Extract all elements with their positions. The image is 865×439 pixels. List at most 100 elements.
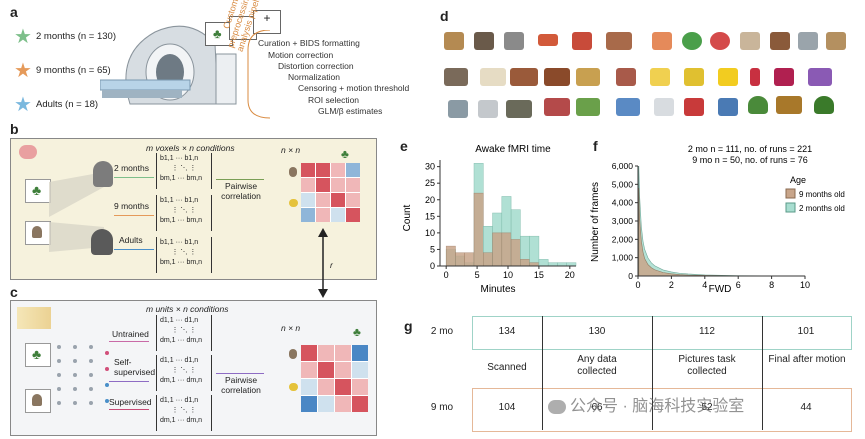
y-tick-label: 25 bbox=[425, 178, 435, 188]
tree-image bbox=[748, 96, 768, 114]
stimulus-image bbox=[25, 389, 51, 413]
value-2mo-final: 101 bbox=[797, 326, 815, 337]
row-label-supervised: Supervised bbox=[109, 397, 152, 407]
pairwise-label: Pairwise correlation bbox=[221, 375, 261, 395]
kangaroo-icon bbox=[32, 394, 42, 406]
sandals-image bbox=[652, 32, 672, 50]
x-tick-label: 0 bbox=[635, 280, 640, 290]
projection-beams bbox=[49, 172, 104, 252]
legend-swatch-2mo bbox=[785, 202, 796, 213]
pairwise-label: Pairwise correlation bbox=[221, 181, 261, 201]
tree-image bbox=[814, 96, 834, 114]
activation-matrix: d1,1 ··· d1,n⋮ ⋱ ⋮dm,1 ··· dm,n bbox=[156, 315, 212, 351]
row-label-adults: Adults bbox=[119, 235, 143, 245]
x-tick-label: 10 bbox=[800, 280, 810, 290]
row-2mo-box bbox=[472, 316, 852, 350]
fence-image bbox=[444, 68, 468, 86]
stage-pictures: Pictures task collected bbox=[678, 354, 736, 377]
tree-icon: ♣ bbox=[353, 325, 361, 339]
y-tick-label: 10 bbox=[425, 228, 435, 238]
chart-f-header2: 9 mo n = 50, no. of runs = 76 bbox=[692, 155, 808, 165]
shelf-image bbox=[616, 98, 640, 116]
panel-label-g: g bbox=[404, 318, 413, 334]
food-image bbox=[544, 68, 570, 86]
divider bbox=[762, 316, 763, 430]
brain-icon bbox=[19, 145, 37, 159]
shelf-image bbox=[544, 98, 570, 116]
row-label-9months: 9 months bbox=[114, 201, 149, 211]
participant-funnel-table: 2 mo 9 mo 134 130 112 101 Scanned Any da… bbox=[412, 312, 852, 437]
row-label-2months: 2 months bbox=[114, 163, 149, 173]
area-9-months-old bbox=[638, 187, 806, 277]
activation-matrix: d1,1 ··· d1,n⋮ ⋱ ⋮dm,1 ··· dm,n bbox=[156, 395, 212, 431]
duck-toy-image bbox=[684, 68, 704, 86]
divider bbox=[542, 316, 543, 430]
y-tick-label: 1,000 bbox=[612, 253, 634, 263]
pairwise-arrow bbox=[216, 179, 264, 180]
crab-image bbox=[538, 34, 558, 46]
duck-icon bbox=[289, 383, 298, 391]
y-tick-label: 4,000 bbox=[612, 198, 634, 208]
mri-scanner-illustration bbox=[100, 25, 237, 105]
stimulus-image bbox=[25, 221, 51, 245]
watermark: 公众号 · 脑海科技实验室 bbox=[548, 392, 744, 416]
x-tick-label: 0 bbox=[444, 270, 449, 280]
squirrel-image bbox=[826, 32, 846, 50]
cat-image bbox=[474, 32, 494, 50]
y-tick-label: 5,000 bbox=[612, 179, 634, 189]
y-tick-label: 2,000 bbox=[612, 234, 634, 244]
fence-image bbox=[480, 68, 506, 86]
row-label-2mo: 2 mo bbox=[430, 326, 454, 337]
chart-f-header1: 2 mo n = 111, no. of runs = 221 bbox=[688, 144, 812, 154]
x-tick-label: 20 bbox=[565, 270, 575, 280]
value-9mo-anydata: 66 bbox=[591, 402, 603, 413]
matrix-title: m voxels × n conditions bbox=[146, 143, 235, 153]
row-arrow bbox=[114, 249, 154, 250]
area-2-months-old bbox=[638, 165, 806, 277]
panel-b-box: m voxels × n conditions ♣ 2 months 9 mon… bbox=[10, 138, 377, 280]
row-arrow bbox=[109, 381, 149, 382]
pipeline-step: Censoring + motion threshold bbox=[298, 83, 410, 93]
beta-matrix: b1,1 ··· b1,n⋮ ⋱ ⋮bm,1 ··· bm,n bbox=[156, 195, 212, 231]
tree-image bbox=[776, 96, 802, 114]
scarf-image bbox=[808, 68, 832, 86]
pipeline-step: Curation + BIDS formatting bbox=[258, 38, 360, 48]
tree-icon: ♣ bbox=[213, 26, 222, 41]
food-image bbox=[576, 68, 600, 86]
panel-c-box: m units × n conditions ♣ Untrained Self-… bbox=[10, 300, 377, 436]
tree-icon: ♣ bbox=[32, 182, 42, 198]
panel-label-e: e bbox=[400, 138, 408, 154]
food-image bbox=[616, 68, 636, 86]
bar-9months bbox=[445, 245, 456, 267]
r-arrow bbox=[318, 228, 328, 298]
cart-image bbox=[684, 98, 704, 116]
legend-label-9mo: 9 months old bbox=[799, 190, 845, 199]
cart-image bbox=[718, 98, 738, 116]
panel-label-d: d bbox=[440, 8, 449, 24]
bar-9months bbox=[473, 192, 484, 267]
bar-2months bbox=[529, 235, 540, 267]
x-tick-label: 5 bbox=[475, 270, 480, 280]
x-tick-label: 4 bbox=[702, 280, 707, 290]
panel-label-b: b bbox=[10, 121, 19, 137]
neural-network-icon bbox=[57, 345, 109, 405]
bar-9months bbox=[520, 259, 530, 267]
group-9months: ★ 9 months (n = 65) bbox=[14, 59, 111, 82]
pipeline-step: Motion correction bbox=[268, 50, 334, 60]
books-image bbox=[740, 32, 760, 50]
rsm-heatmap-c bbox=[301, 345, 368, 412]
fence-image bbox=[510, 68, 538, 86]
row-label-selfsupervised: Self-supervised bbox=[114, 357, 156, 377]
cart-image bbox=[654, 98, 674, 116]
pipeline-step: ROI selection bbox=[308, 95, 360, 105]
x-tick-label: 15 bbox=[534, 270, 544, 280]
kangaroo-icon bbox=[289, 349, 297, 359]
value-2mo-anydata: 130 bbox=[588, 326, 606, 337]
chart-e-title: Awake fMRI time bbox=[475, 144, 551, 155]
star-icon: ★ bbox=[14, 59, 32, 82]
bird-image bbox=[478, 100, 498, 118]
bar-9months bbox=[501, 232, 512, 267]
rsm-heatmap-b bbox=[301, 163, 360, 222]
legend-swatch-9mo bbox=[785, 188, 796, 199]
